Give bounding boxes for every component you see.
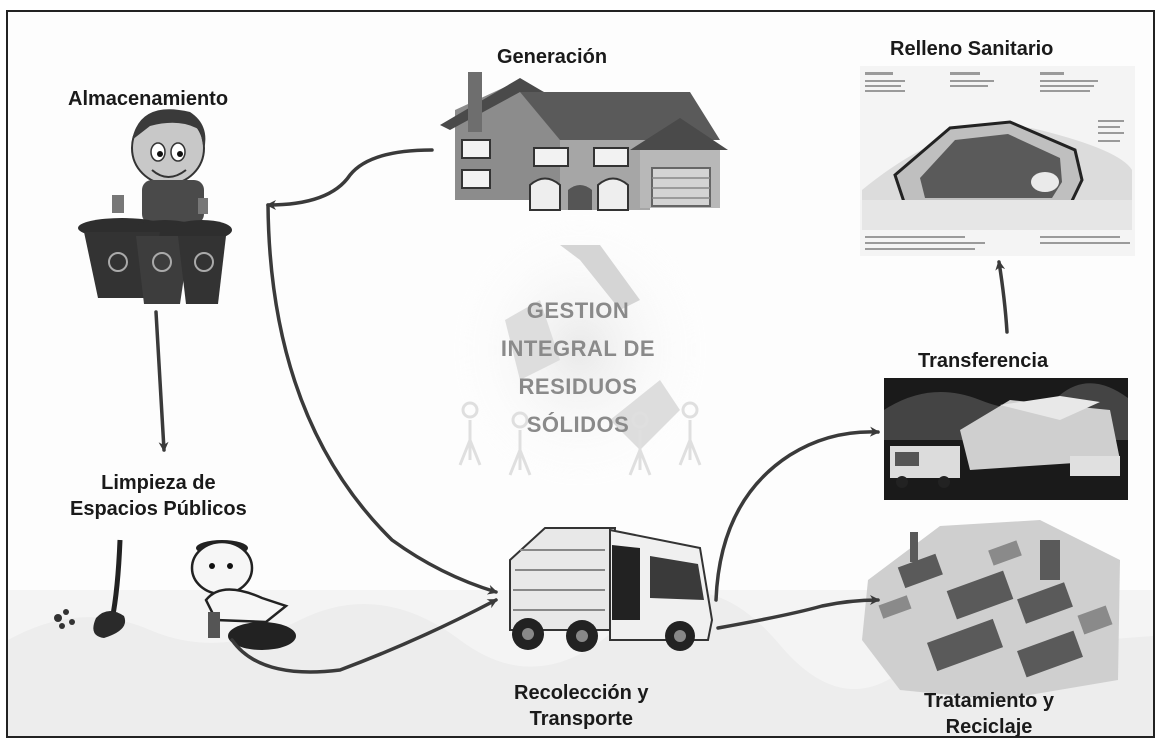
label-relleno-sanitario: Relleno Sanitario (890, 38, 1054, 60)
recycling-symbol-watermark (450, 210, 710, 490)
label-transferencia: Transferencia (918, 350, 1049, 372)
storage-bins-icon (78, 109, 232, 304)
label-recoleccion: Recolección y Transporte (514, 680, 649, 732)
label-recoleccion-line2: Transporte (529, 708, 633, 730)
arrow-almacenamiento-to-recoleccion (266, 203, 498, 595)
label-limpieza-line1: Limpieza de (101, 472, 216, 494)
label-tratamiento-line1: Tratamiento y (924, 690, 1055, 712)
label-almacenamiento: Almacenamiento (68, 88, 229, 110)
street-cleaning-icon (54, 539, 296, 650)
label-tratamiento: Tratamiento y Reciclaje (924, 688, 1054, 740)
label-generacion: Generación (497, 46, 608, 68)
arrow-transferencia-to-relleno (995, 260, 1009, 334)
flow-arrows (154, 148, 1009, 674)
label-recoleccion-line1: Recolección y (514, 682, 649, 704)
transfer-station-photo (884, 378, 1128, 500)
center-title-line1: GESTION (526, 298, 630, 323)
center-title-line4: SÓLIDOS (526, 412, 630, 437)
arrow-limpieza-to-recoleccion (230, 598, 498, 674)
label-limpieza-line2: Espacios Públicos (70, 498, 247, 520)
center-title-line2: INTEGRAL DE (500, 336, 656, 361)
recycling-plant-photo (862, 520, 1120, 700)
garbage-truck-icon (509, 527, 714, 652)
arrow-recoleccion-to-tratamiento (716, 595, 880, 630)
label-limpieza: Limpieza de Espacios Públicos (70, 470, 247, 522)
arrow-generacion-to-almacenamiento (266, 148, 434, 210)
center-title-line3: RESIDUOS (518, 374, 638, 399)
house-icon (440, 72, 728, 211)
arrow-almacenamiento-to-limpieza (154, 310, 169, 452)
label-tratamiento-line2: Reciclaje (945, 716, 1033, 738)
arrow-recoleccion-to-transferencia (714, 426, 880, 602)
center-title: GESTION INTEGRAL DE RESIDUOS SÓLIDOS (458, 292, 698, 444)
landfill-diagram-icon (860, 66, 1135, 256)
